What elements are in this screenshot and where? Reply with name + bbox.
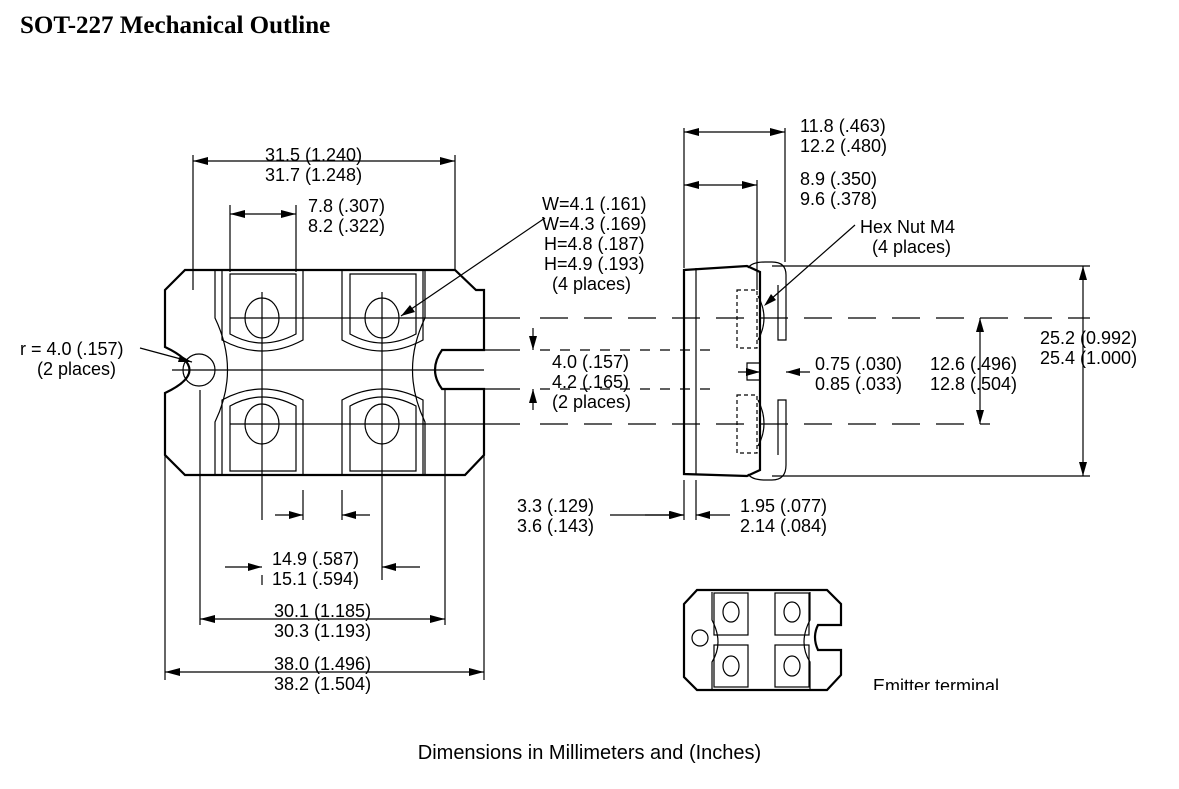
dim-radius-places: (2 places) xyxy=(37,359,116,379)
dim-30-1: 30.1 (1.185) xyxy=(274,601,371,621)
hex-nut-places: (4 places) xyxy=(872,237,951,257)
dim-9-6: 9.6 (.378) xyxy=(800,189,877,209)
emitter-terminal-label: Emitter terminal. xyxy=(873,676,1004,696)
front-view xyxy=(163,155,520,680)
dim-12-2: 12.2 (.480) xyxy=(800,136,887,156)
dim-25-2: 25.2 (0.992) xyxy=(1040,328,1137,348)
dim-4-0: 4.0 (.157) xyxy=(552,352,629,372)
dim-38-0: 38.0 (1.496) xyxy=(274,654,371,674)
dim-12-6: 12.6 (.496) xyxy=(930,354,1017,374)
dim-4-2: 4.2 (.165) xyxy=(552,372,629,392)
dim-1-95: 1.95 (.077) xyxy=(740,496,827,516)
dim-31-7: 31.7 (1.248) xyxy=(265,165,362,185)
dim-12-8: 12.8 (.504) xyxy=(930,374,1017,394)
dim-0-85: 0.85 (.033) xyxy=(815,374,902,394)
mini-top-view xyxy=(682,588,843,692)
dim-3-3: 3.3 (.129) xyxy=(517,496,594,516)
units-caption: Dimensions in Millimeters and (Inches) xyxy=(417,742,762,764)
dim-0-75: 0.75 (.030) xyxy=(815,354,902,374)
dim-30-3: 30.3 (1.193) xyxy=(274,621,371,641)
front-dimensions xyxy=(139,157,683,676)
dim-25-4: 25.4 (1.000) xyxy=(1040,348,1137,368)
dimension-labels: 31.5 (1.240) 31.7 (1.248) 7.8 (.307) 8.2… xyxy=(20,116,1137,696)
dim-11-8: 11.8 (.463) xyxy=(800,116,886,136)
dim-four-places: (4 places) xyxy=(552,274,631,294)
side-dimensions xyxy=(645,128,1087,519)
dim-7-8: 7.8 (.307) xyxy=(308,196,385,216)
dim-h-4-8: H=4.8 (.187) xyxy=(544,234,645,254)
dim-3-6: 3.6 (.143) xyxy=(517,516,594,536)
dim-w-4-3: W=4.3 (.169) xyxy=(542,214,647,234)
dim-14-9: 14.9 (.587) xyxy=(272,549,359,569)
dim-8-9: 8.9 (.350) xyxy=(800,169,877,189)
side-view xyxy=(540,128,1090,520)
dim-2-14: 2.14 (.084) xyxy=(740,516,827,536)
page-title: SOT-227 Mechanical Outline xyxy=(20,12,331,39)
dim-h-4-9: H=4.9 (.193) xyxy=(544,254,645,274)
dim-31-5: 31.5 (1.240) xyxy=(265,145,362,165)
dim-slot-places: (2 places) xyxy=(552,392,631,412)
dim-8-2: 8.2 (.322) xyxy=(308,216,385,236)
side-body xyxy=(682,264,762,478)
pad-outline xyxy=(214,270,426,475)
dim-radius: r = 4.0 (.157) xyxy=(20,339,124,359)
package-body-outline xyxy=(163,268,486,477)
dim-15-1: 15.1 (.594) xyxy=(272,569,359,589)
dim-w-4-1: W=4.1 (.161) xyxy=(542,194,647,214)
dim-38-2: 38.2 (1.504) xyxy=(274,674,371,694)
hex-nut-label: Hex Nut M4 xyxy=(860,217,955,237)
